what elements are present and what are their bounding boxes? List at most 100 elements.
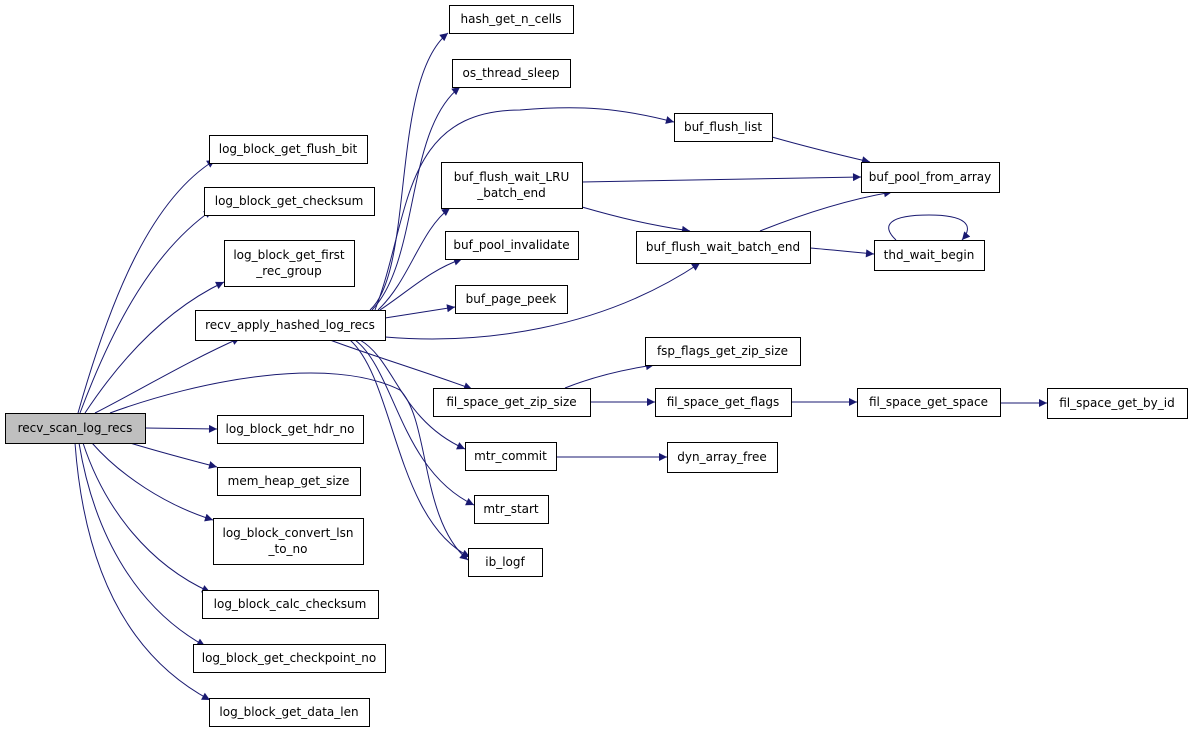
node-log-block-calc-checksum[interactable]: log_block_calc_checksum [202,590,379,619]
node-log-block-get-checkpoint-no[interactable]: log_block_get_checkpoint_no [193,644,386,673]
nodes-layer: recv_scan_log_recs log_block_get_flush_bi… [5,5,1188,727]
node-box[interactable] [202,590,379,619]
node-buf-pool-invalidate[interactable]: buf_pool_invalidate [445,231,579,260]
node-label: dyn_array_free [677,450,766,464]
edge-recv-scan-log-recs-to-mem-heap-get-size [129,442,218,469]
node-label: log_block_convert_lsn [223,526,354,540]
edge-recv-scan-log-recs-to-log-block-get-checkpoint-no [78,442,206,647]
node-os-thread-sleep[interactable]: os_thread_sleep [452,59,571,88]
edge-recv-scan-log-recs-to-log-block-get-first-rec-group [84,281,225,414]
node-label: os_thread_sleep [463,66,560,80]
node-box[interactable] [217,415,364,444]
node-label: fil_space_get_zip_size [446,395,576,409]
node-label: hash_get_n_cells [460,12,561,26]
node-box[interactable] [433,388,591,417]
node-mtr-start[interactable]: mtr_start [474,495,549,524]
node-box[interactable] [217,467,361,496]
node-box[interactable] [645,337,801,366]
edge-buf-flush-list-to-buf-pool-from-array [771,136,871,165]
node-label: buf_pool_invalidate [453,238,569,252]
node-label: log_block_get_checksum [215,194,364,208]
node-log-block-get-checksum[interactable]: log_block_get_checksum [204,187,375,216]
edge-recv-apply-hashed-log-recs-to-mtr-commit [359,339,466,450]
node-fil-space-get-space[interactable]: fil_space_get_space [857,388,1001,417]
node-box[interactable] [857,388,1001,417]
node-label: log_block_get_data_len [219,705,358,719]
edge-thd-wait-begin-to-thd-wait-begin [888,214,971,241]
node-label: fsp_flags_get_zip_size [657,344,788,358]
node-box[interactable] [667,442,778,473]
node-fsp-flags-get-zip-size[interactable]: fsp_flags_get_zip_size [645,337,801,366]
node-box[interactable] [193,644,386,673]
node-label: buf_flush_list [684,120,762,134]
node-box[interactable] [213,518,364,565]
node-label: mtr_start [483,502,539,516]
node-label: fil_space_get_space [869,395,988,409]
node-box[interactable] [468,548,543,577]
node-ib-logf[interactable]: ib_logf [468,548,543,577]
node-fil-space-get-flags[interactable]: fil_space_get_flags [655,388,792,417]
node-label: mtr_commit [474,449,547,463]
edge-recv-scan-log-recs-to-log-block-calc-checksum [82,442,211,593]
node-label: log_block_calc_checksum [214,597,367,611]
node-box[interactable] [474,495,549,524]
edge-recv-scan-log-recs-to-log-block-get-checksum [79,209,213,414]
edge-recv-scan-log-recs-to-log-block-convert-lsn-to-no [91,442,214,522]
edge-recv-apply-hashed-log-recs-to-buf-flush-wait-batch-end [384,262,701,340]
node-dyn-array-free[interactable]: dyn_array_free [667,442,778,473]
node-log-block-get-data-len[interactable]: log_block_get_data_len [209,698,370,727]
node-box[interactable] [209,135,368,164]
node-label: _rec_group [255,264,322,278]
node-recv-scan-log-recs[interactable]: recv_scan_log_recs [5,413,146,444]
node-fil-space-get-zip-size[interactable]: fil_space_get_zip_size [433,388,591,417]
edge-recv-apply-hashed-log-recs-to-mtr-start [354,339,475,506]
node-box[interactable] [874,240,985,271]
node-box[interactable] [449,5,574,34]
node-box[interactable] [224,240,355,287]
node-log-block-convert-lsn-to-no[interactable]: log_block_convert_lsn _to_no [213,518,364,565]
node-label: ib_logf [485,555,525,569]
edges-layer [74,32,1047,701]
node-label: buf_pool_from_array [869,170,991,184]
node-box[interactable] [1047,388,1188,419]
edge-buf-flush-wait-LRU-batch-end-to-buf-flush-wait-batch-end [581,206,691,234]
node-box[interactable] [445,231,579,260]
node-thd-wait-begin[interactable]: thd_wait_begin [874,240,985,271]
node-box[interactable] [455,285,568,314]
edge-buf-flush-wait-LRU-batch-end-to-buf-pool-from-array [581,173,862,183]
node-log-block-get-first-rec-group[interactable]: log_block_get_first_rec_group [224,240,355,287]
node-box[interactable] [452,59,571,88]
node-box[interactable] [195,310,386,341]
node-label: fil_space_get_flags [667,395,780,409]
node-label: _to_no [268,542,308,556]
node-label: _batch_end [476,186,545,200]
node-label: mem_heap_get_size [228,474,350,488]
node-box[interactable] [465,442,557,471]
node-box[interactable] [861,162,1000,193]
node-buf-page-peek[interactable]: buf_page_peek [455,285,568,314]
edge-recv-scan-log-recs-to-log-block-get-data-len [74,442,211,701]
node-mtr-commit[interactable]: mtr_commit [465,442,557,471]
node-box[interactable] [636,231,811,264]
node-mem-heap-get-size[interactable]: mem_heap_get_size [217,467,361,496]
node-recv-apply-hashed-log-recs[interactable]: recv_apply_hashed_log_recs [195,310,386,341]
node-hash-get-n-cells[interactable]: hash_get_n_cells [449,5,574,34]
edge-buf-flush-wait-batch-end-to-thd-wait-begin [809,247,875,258]
node-box[interactable] [441,162,583,209]
node-buf-pool-from-array[interactable]: buf_pool_from_array [861,162,1000,193]
edge-buf-flush-wait-batch-end-to-buf-pool-from-array [759,189,893,232]
node-log-block-get-flush-bit[interactable]: log_block_get_flush_bit [209,135,368,164]
node-box[interactable] [209,698,370,727]
node-box[interactable] [204,187,375,216]
edge-recv-apply-hashed-log-recs-to-buf-flush-list [374,107,675,311]
node-buf-flush-list[interactable]: buf_flush_list [674,113,773,142]
node-log-block-get-hdr-no[interactable]: log_block_get_hdr_no [217,415,364,444]
edge-recv-scan-log-recs-to-recv-apply-hashed-log-recs [94,337,241,414]
node-box[interactable] [5,413,146,444]
node-buf-flush-wait-LRU-batch-end[interactable]: buf_flush_wait_LRU_batch_end [441,162,583,209]
node-fil-space-get-by-id[interactable]: fil_space_get_by_id [1047,388,1188,419]
node-box[interactable] [655,388,792,417]
node-box[interactable] [674,113,773,142]
node-buf-flush-wait-batch-end[interactable]: buf_flush_wait_batch_end [636,231,811,264]
